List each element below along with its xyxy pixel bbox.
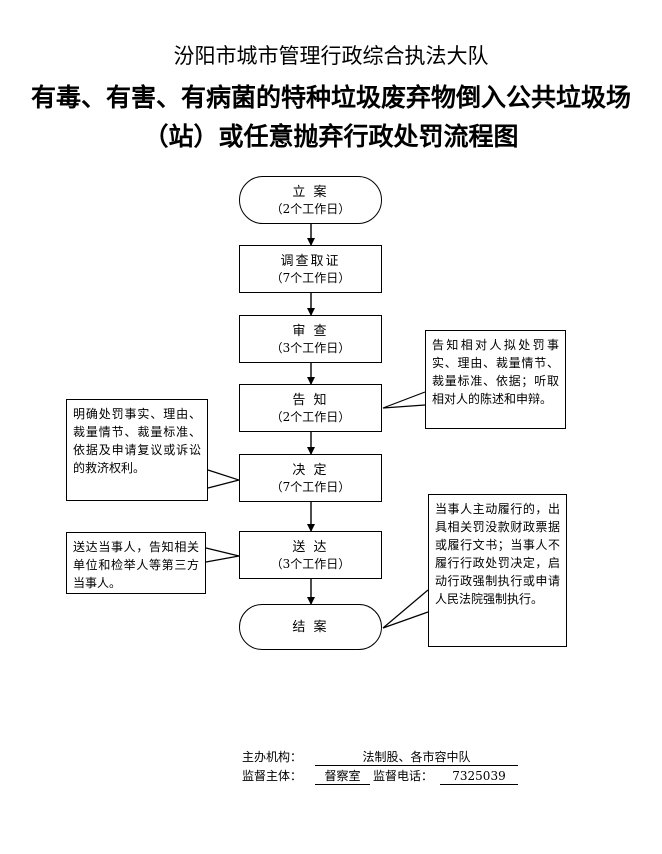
note-close: 当事人主动履行的，出具相关罚没款财政票据或履行文书；当事人不履行行政处罚决定，启…: [428, 494, 567, 647]
title-line-1: 汾阳市城市管理行政综合执法大队: [173, 44, 489, 68]
footer-supervisor-value: 督察室: [315, 768, 370, 785]
step-days: （7个工作日）: [270, 270, 351, 285]
step-name: 立 案: [292, 184, 329, 200]
step-decide: 决 定 （7个工作日）: [239, 454, 382, 502]
step-name: 结 案: [292, 619, 329, 635]
step-name: 送 达: [292, 539, 329, 555]
footer-supervisor-label: 监督主体：: [242, 769, 303, 783]
step-investigate: 调查取证 （7个工作日）: [239, 245, 382, 293]
footer-org-label: 主办机构：: [242, 750, 303, 764]
title-line-2: 有毒、有害、有病菌的特种垃圾废弃物倒入公共垃圾场: [30, 83, 631, 112]
step-close-case: 结 案: [239, 604, 382, 650]
step-days: （3个工作日）: [270, 556, 351, 571]
step-name: 调查取证: [280, 253, 341, 269]
footer-phone-label: 监督电话：: [373, 769, 434, 783]
step-name: 告 知: [292, 392, 329, 408]
step-deliver: 送 达 （3个工作日）: [239, 531, 382, 579]
note-inform: 告知相对人拟处罚事实、理由、裁量情节、裁量标准、依据；听取相对人的陈述和申辩。: [425, 330, 566, 429]
step-days: （3个工作日）: [270, 340, 351, 355]
note-deliver: 送达当事人，告知相关单位和检举人等第三方当事人。: [66, 532, 206, 594]
step-days: （2个工作日）: [270, 409, 351, 424]
callout-pointer-decide: [207, 469, 242, 489]
note-decide: 明确处罚事实、理由、裁量情节、裁量标准、依据及申请复议或诉讼的救济权利。: [66, 399, 208, 501]
step-review: 审 查 （3个工作日）: [239, 315, 382, 363]
step-name: 审 查: [292, 323, 329, 339]
callout-pointer-close: [382, 589, 429, 629]
title-line-3: （站）或任意抛弃行政处罚流程图: [143, 122, 519, 151]
footer-org-value: 法制股、各市容中队: [315, 749, 518, 766]
step-name: 决 定: [292, 462, 329, 478]
step-file-case: 立 案 （2个工作日）: [239, 176, 382, 224]
step-days: （7个工作日）: [270, 479, 351, 494]
step-inform: 告 知 （2个工作日）: [239, 384, 382, 432]
callout-pointer-deliver: [205, 547, 240, 563]
step-days: （2个工作日）: [270, 201, 351, 216]
footer-phone-value: 7325039: [440, 768, 518, 785]
callout-pointer-inform: [382, 391, 426, 409]
